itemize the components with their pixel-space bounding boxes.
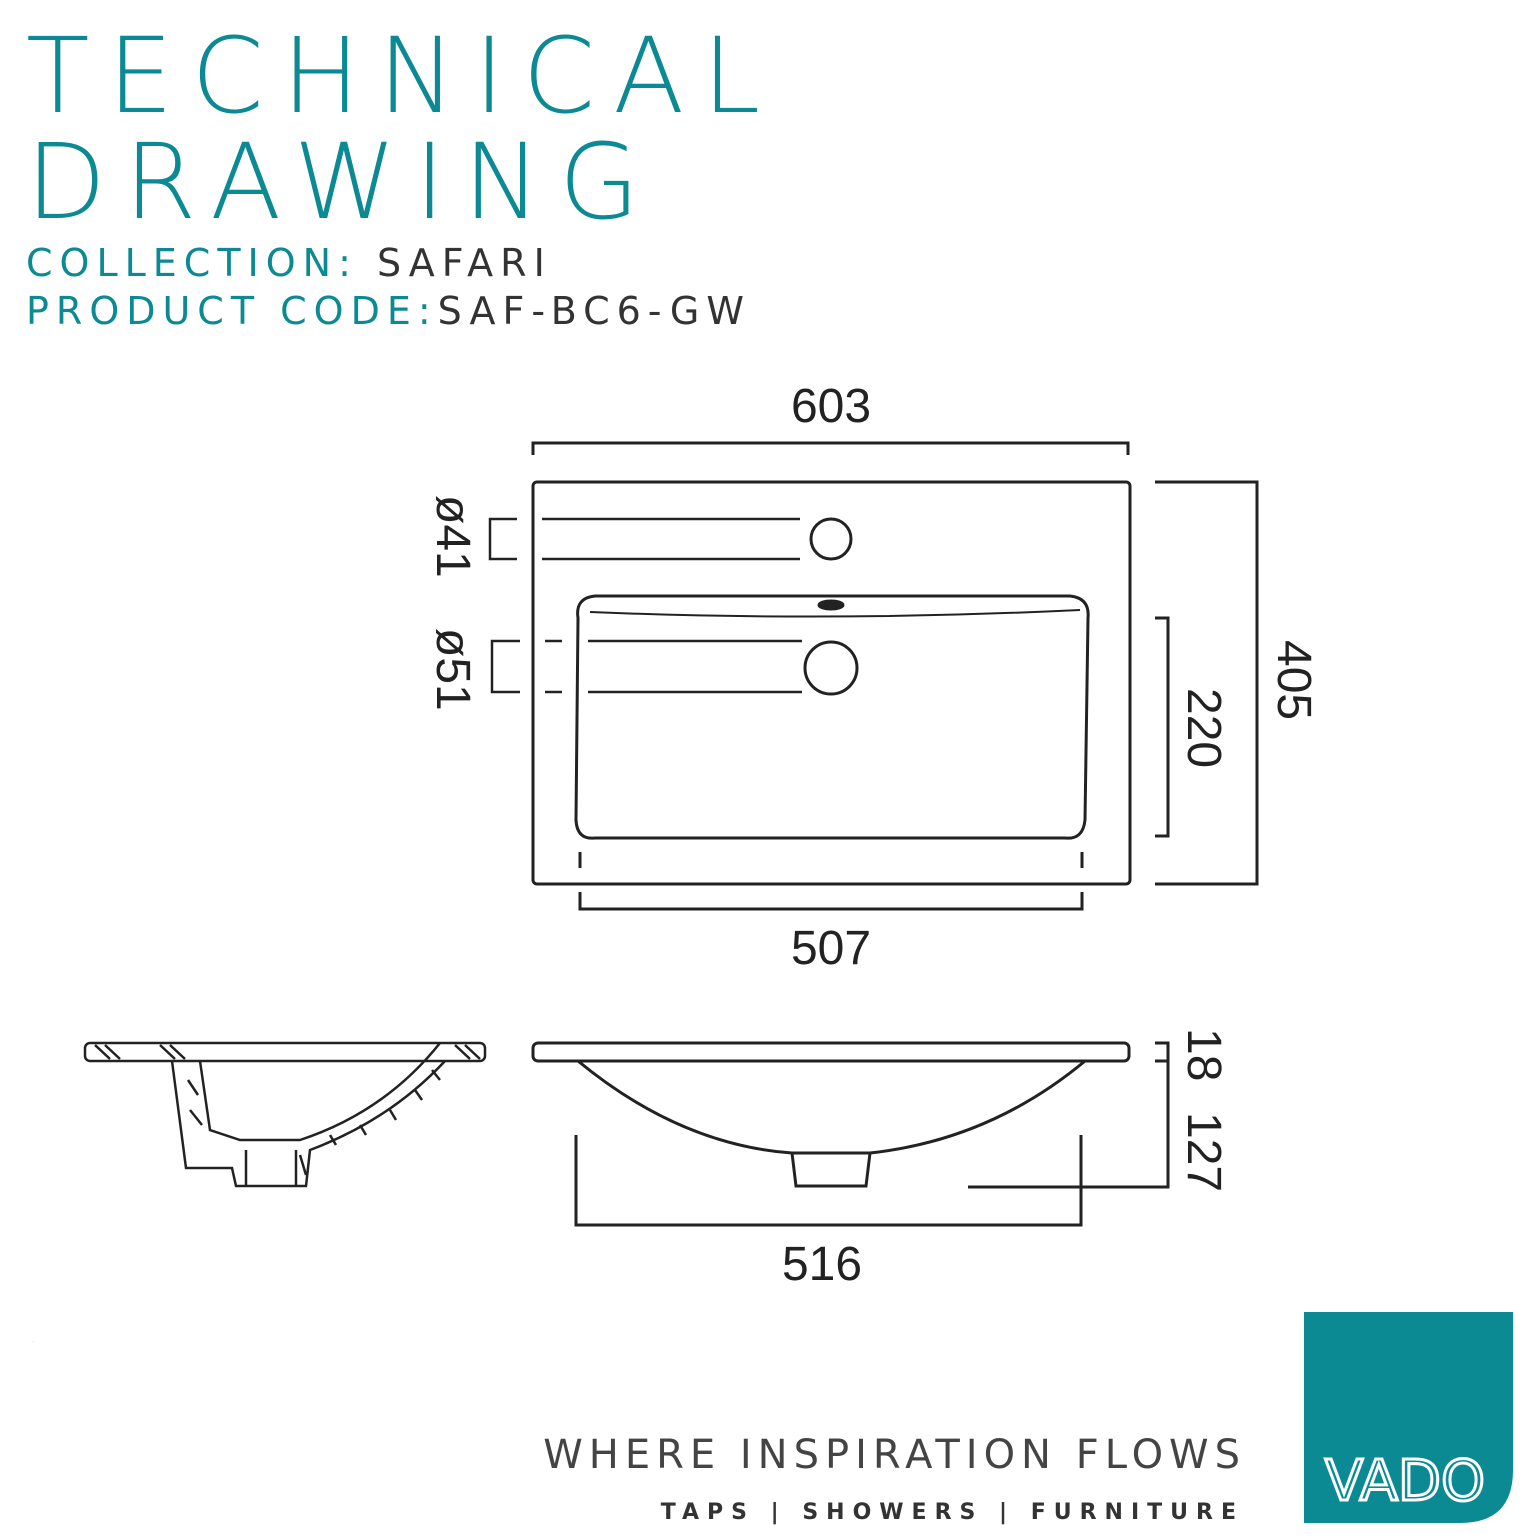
overflow-icon: [817, 599, 845, 611]
product-code-value: SAF-BC6-GW: [437, 289, 751, 333]
dim-line-bowl-width: [578, 852, 1084, 911]
side-elevation: 516 18 127: [531, 1028, 1230, 1291]
dim-line-depth: [1155, 480, 1259, 886]
dim-overall-width: 603: [791, 380, 871, 433]
dim-bowl-depth: 220: [1177, 688, 1230, 768]
basin-outline: [531, 480, 1132, 886]
dim-tap-hole: ø41: [426, 495, 479, 578]
logo-text: VADO: [1325, 1449, 1485, 1514]
waste-outlet: [790, 1152, 872, 1188]
tap-hole: [809, 517, 853, 561]
rim: [531, 1041, 1131, 1063]
dim-overall-depth: 405: [1267, 640, 1320, 720]
waste-hole: [803, 640, 859, 696]
dim-bowl-width: 507: [791, 922, 871, 975]
product-code-row: PRODUCT CODE:SAF-BC6-GW: [26, 292, 751, 330]
collection-value: SAFARI: [376, 241, 552, 285]
dim-base-width: 516: [782, 1238, 862, 1291]
product-code-label: PRODUCT CODE:: [26, 289, 438, 333]
dim-line-width: [531, 441, 1130, 455]
dim-line-bowl-depth: [1155, 616, 1170, 838]
collection-label: COLLECTION:: [26, 241, 358, 285]
svg-text:.: .: [32, 1339, 33, 1343]
dim-waste-hole: ø51: [426, 628, 479, 711]
tagline: WHERE INSPIRATION FLOWS: [543, 1432, 1246, 1478]
cross-section: [83, 1041, 487, 1188]
title-line-2: DRAWING: [26, 121, 658, 243]
vado-logo: VADO: [1304, 1312, 1513, 1523]
plan-view: 603 ø41 ø51 405 220 507: [426, 380, 1320, 975]
dim-bowl-height: 127: [1177, 1112, 1230, 1192]
collection-row: COLLECTION: SAFARI: [26, 244, 552, 282]
product-categories: TAPS | SHOWERS | FURNITURE: [660, 1500, 1244, 1525]
bowl-outline: [574, 594, 1090, 840]
dim-rim-thickness: 18: [1177, 1028, 1230, 1081]
title-line-1: TECHNICAL: [26, 15, 779, 137]
dim-line-base-width: [574, 1135, 1083, 1227]
